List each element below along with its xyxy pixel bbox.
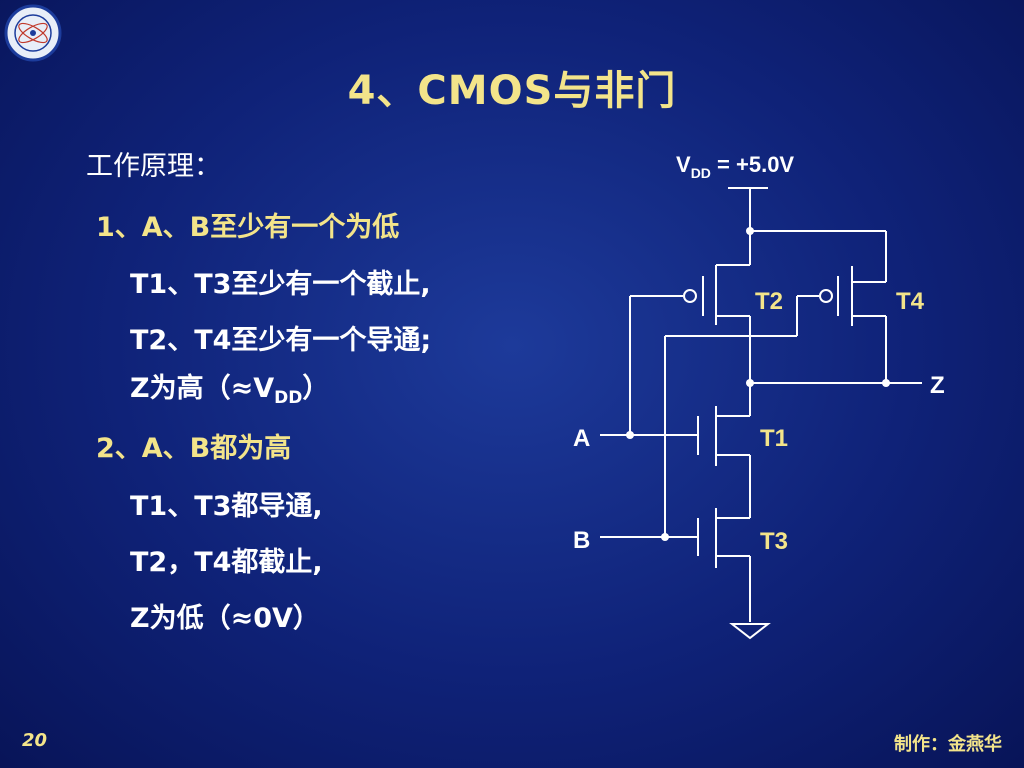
- case1-line1: T1、T3至少有一个截止,: [130, 269, 431, 300]
- slide-title: 4、CMOS与非门: [347, 68, 677, 114]
- case1-line2: T2、T4至少有一个导通;: [130, 325, 432, 356]
- input-b-label: B: [573, 527, 590, 554]
- output-z-label: Z: [930, 372, 945, 399]
- vdd-label: VDD = +5.0V: [676, 152, 794, 181]
- case2-line3: Z为低（≈0V）: [130, 603, 320, 634]
- principle-heading: 工作原理：: [86, 151, 221, 182]
- t3-label: T3: [760, 528, 788, 555]
- junction-dots: [626, 227, 890, 541]
- input-a-label: A: [573, 425, 590, 452]
- t1-label: T1: [760, 425, 788, 452]
- case2-line1: T1、T3都导通,: [130, 491, 323, 522]
- t4-gate-bubble: [819, 289, 833, 303]
- t2-gate-bubble: [683, 289, 697, 303]
- circuit-wires: [600, 187, 922, 622]
- cmos-nand-circuit: VDD = +5.0V T2 T4 T1 T3 A B Z: [573, 152, 945, 640]
- page-number: 20: [22, 730, 48, 751]
- t2-label: T2: [755, 288, 783, 315]
- university-logo: [4, 4, 62, 62]
- ground-icon: [729, 623, 771, 640]
- author-credit: 制作：金燕华: [894, 734, 1002, 755]
- case2-line2: T2，T4都截止,: [130, 547, 323, 578]
- case1-line3: Z为高（≈VDD）: [130, 373, 330, 408]
- t4-label: T4: [896, 288, 925, 315]
- case2-heading: 2、A、B都为高: [96, 433, 292, 464]
- case1-heading: 1、A、B至少有一个为低: [96, 212, 400, 243]
